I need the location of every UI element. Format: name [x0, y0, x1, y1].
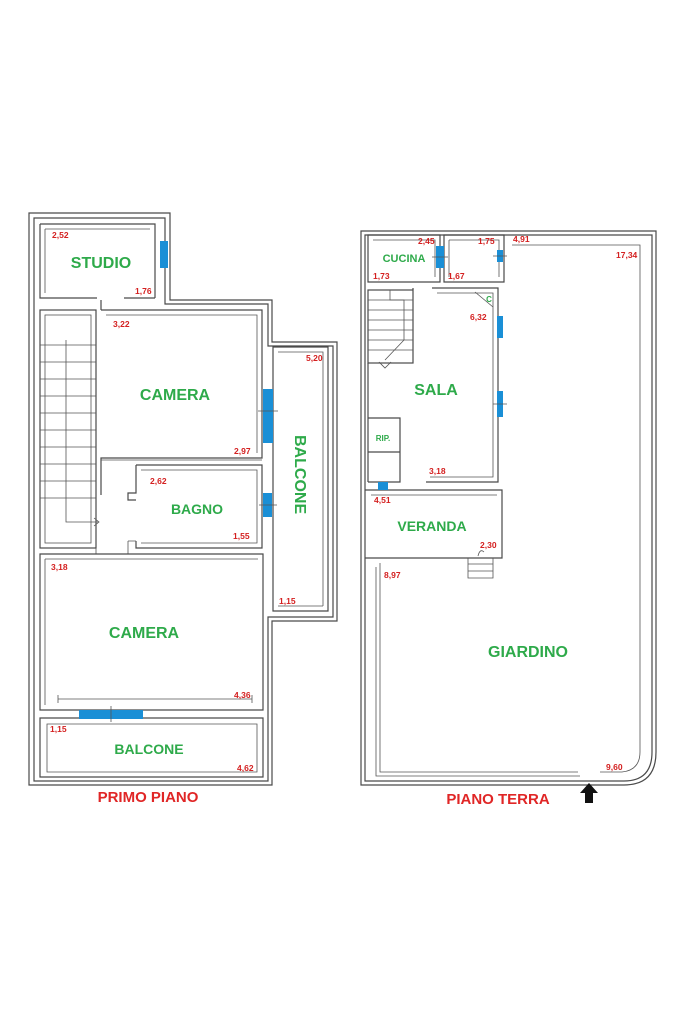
dimension-label: 2,52	[52, 230, 69, 240]
stair	[39, 309, 100, 549]
room-label-bagno: BAGNO	[171, 501, 223, 517]
room-label-balcone-bottom: BALCONE	[114, 741, 183, 757]
dimension-label: 5,20	[306, 353, 323, 363]
dimension-label: 4,62	[237, 763, 254, 773]
camera-bottom-walls	[39, 553, 264, 711]
dimension-label: 4,51	[374, 495, 391, 505]
dimension-label: 3,18	[51, 562, 68, 572]
ground-floor-inner-wall	[364, 234, 653, 782]
dimension-label: 1,15	[50, 724, 67, 734]
cucina-walls	[367, 234, 441, 283]
ground-floor-outer-wall	[360, 230, 657, 786]
window	[263, 389, 273, 443]
dimension-label: 4,36	[234, 690, 251, 700]
garden-boundary	[379, 244, 641, 773]
first-floor-inner-wall	[33, 217, 334, 782]
first-floor-outer-wall	[28, 212, 338, 786]
dimension-label: 2,30	[480, 540, 497, 550]
room-label-veranda: VERANDA	[397, 518, 466, 534]
dimension-label: 1,75	[478, 236, 495, 246]
room-label-c: C	[486, 295, 492, 304]
window	[497, 316, 503, 338]
dimension-label: 9,60	[606, 762, 623, 772]
studio-walls	[39, 223, 156, 299]
room-label-sala: SALA	[414, 382, 458, 399]
floor-label-first: PRIMO PIANO	[98, 789, 199, 806]
entrance-arrow-icon	[580, 783, 598, 803]
first-floor-plan: STUDIO CAMERA BAGNO BALCONE CAMERA BALCO…	[28, 212, 338, 806]
rip-walls	[368, 417, 401, 483]
dimension-label: 6,32	[470, 312, 487, 322]
window	[160, 241, 168, 268]
dimension-label: 1,55	[233, 531, 250, 541]
dimension-label: 2,62	[150, 476, 167, 486]
dimension-label: 4,91	[513, 234, 530, 244]
balcone-side-walls	[272, 346, 329, 612]
bagno-walls	[127, 464, 263, 549]
room-label-camera-top: CAMERA	[140, 387, 211, 404]
dimension-label: 1,73	[373, 271, 390, 281]
dimension-label: 1,15	[279, 596, 296, 606]
floor-label-ground: PIANO TERRA	[446, 791, 550, 808]
room-label-balcone-side: BALCONE	[291, 435, 308, 514]
dimension-label: 1,67	[448, 271, 465, 281]
room-label-giardino: GIARDINO	[488, 644, 568, 661]
dimension-label: 8,97	[384, 570, 401, 580]
window	[378, 482, 388, 490]
veranda-walls	[365, 489, 503, 559]
balcone-bottom-walls	[39, 717, 264, 778]
room-label-rip: RIP.	[376, 434, 391, 443]
dimension-label: 3,18	[429, 466, 446, 476]
sala-walls	[367, 287, 499, 483]
dimension-label: 2,97	[234, 446, 251, 456]
dimension-label: 2,45	[418, 236, 435, 246]
dimension-label: 3,22	[113, 319, 130, 329]
room-label-cucina: CUCINA	[383, 253, 426, 265]
stair	[367, 289, 414, 369]
dimension-label: 1,76	[135, 286, 152, 296]
dimension-label: 17,34	[616, 250, 638, 260]
room-label-camera-bottom: CAMERA	[109, 625, 180, 642]
camera-top-walls	[100, 300, 263, 495]
ground-floor-plan: CUCINA SALA RIP. C VERANDA GIARDINO 2,45…	[360, 230, 657, 808]
room-label-studio: STUDIO	[71, 255, 131, 272]
